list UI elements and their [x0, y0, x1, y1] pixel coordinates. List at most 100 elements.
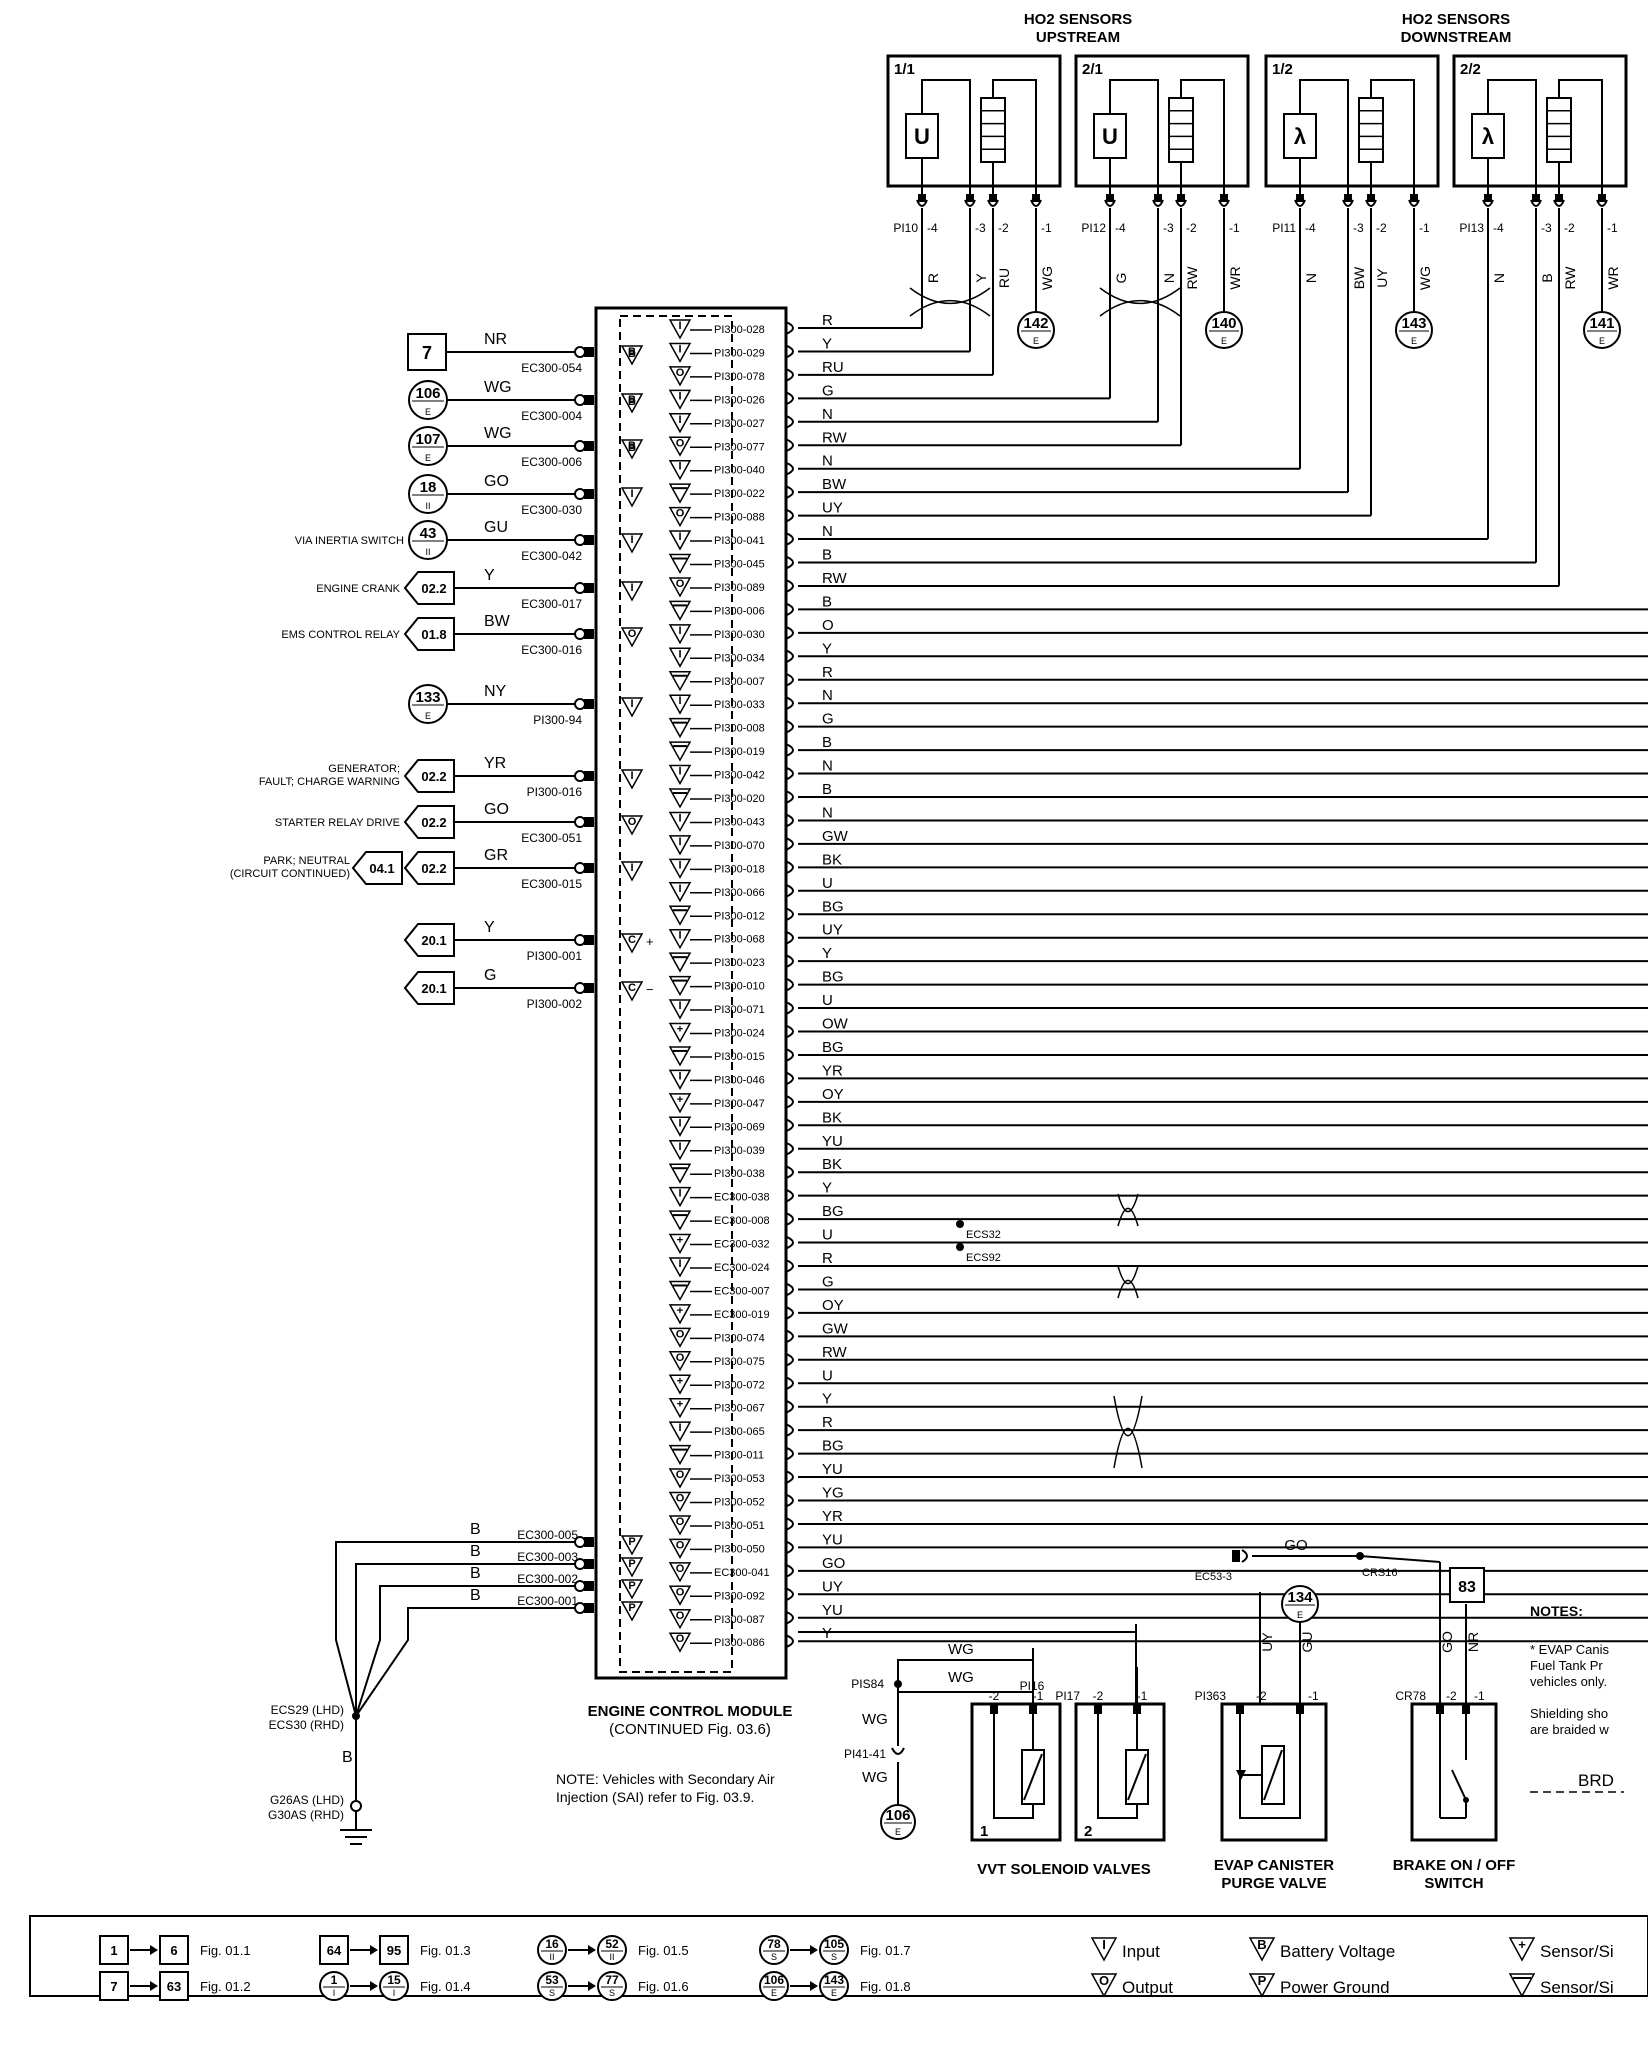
legend-fig-5-a-sub: S	[549, 1988, 555, 1998]
left-pin-1-socket	[574, 394, 586, 406]
legend-sym-3-triangle	[1248, 1973, 1276, 1998]
ecm-wire-color: O	[822, 617, 834, 634]
sensor-1-2-pin	[1342, 199, 1354, 207]
sensor-2-2-pin	[1596, 199, 1608, 207]
ecm-pin-44-symbol: O	[676, 1352, 685, 1364]
static-structure	[594, 306, 788, 1680]
ecm-pin-socket	[785, 1587, 794, 1602]
ecm-pin-label: PI300-020	[714, 793, 765, 805]
ecm-pin-25-triangle	[668, 905, 692, 926]
ecm-pin-socket	[785, 1399, 794, 1414]
sensor-2-2-pin-head	[1484, 194, 1492, 202]
sensor-2-1-wire-color: WR	[1227, 266, 1243, 289]
sensor-1-2-pin-head	[1296, 194, 1304, 202]
ecm-wire-color: G	[822, 382, 834, 399]
ecm-pin-socket	[785, 836, 794, 851]
legend-sym-0-symbol: I	[1102, 1937, 1106, 1952]
ecm-wire-color: R	[822, 312, 833, 329]
legend-fig-0-b: 6	[170, 1943, 177, 1958]
ecm-wire-color: YR	[822, 1062, 843, 1079]
ecm-pin-38-triangle	[668, 1210, 692, 1231]
left-pin-8-connector: PI300-016	[527, 785, 583, 799]
legend-fig-6-label: Fig. 01.7	[860, 1943, 911, 1958]
legend-fig-0-label: Fig. 01.1	[200, 1943, 251, 1958]
ho2-downstream-heading: HO2 SENSORS	[1402, 11, 1510, 28]
left-pin-9-note: STARTER RELAY DRIVE	[275, 817, 400, 829]
ecm-pin-36-triangle	[668, 1163, 692, 1184]
ecm-pin-24-symbol: I	[678, 883, 681, 895]
sensor-2-1-pin	[1175, 199, 1187, 207]
legend-fig-6-b-sub: S	[831, 1952, 837, 1962]
ecm-wire-color: BG	[822, 1203, 844, 1220]
ecm-pin-label: PI300-069	[714, 1121, 765, 1133]
ecm-wire-color: GW	[822, 828, 849, 845]
vvt-wg-label: WG	[948, 1641, 974, 1658]
left-pin-4-type-symbol: I	[630, 534, 633, 546]
ecm-wire-color: GW	[822, 1320, 849, 1337]
legend-fig-3-b-circle	[379, 1971, 409, 2001]
left-pin-10-ref-arrow-2	[351, 851, 403, 885]
sensor-1-2-ref-sub: E	[1411, 336, 1417, 346]
ecm-pin-30-triangle	[668, 1022, 692, 1044]
evap-pin-number: -2	[1256, 1689, 1267, 1703]
ground-splice-label: ECS29 (LHD)	[271, 1703, 344, 1717]
legend-fig-4-b-number: 52	[605, 1937, 619, 1951]
ecm-pin-9-triangle	[668, 530, 692, 551]
left-pin-10-connector: EC300-015	[521, 877, 582, 891]
ground-pin-2-wire	[355, 1585, 576, 1717]
evap-ref-circle	[1281, 1585, 1319, 1623]
left-pin-9-connector: EC300-051	[521, 831, 582, 845]
left-pin-12-ref-number: 20.1	[421, 981, 446, 996]
left-pin-8-type-triangle	[620, 769, 644, 790]
ecm-pin-16-triangle	[668, 694, 692, 715]
left-pin-0-terminal	[584, 347, 594, 357]
ecm-pin-0-triangle	[668, 319, 692, 340]
sensor-headings: HO2 SENSORS UPSTREAM HO2 SENSORS DOWNSTR…	[1024, 11, 1512, 46]
ecm-pin-label: PI300-051	[714, 1520, 765, 1532]
ecm-pin-55-symbol: O	[676, 1610, 685, 1622]
ground-pin-2-type-symbol: P	[628, 1580, 635, 1592]
ecm-wire-color: BK	[822, 851, 842, 868]
left-pin-9-type-symbol: O	[628, 816, 637, 828]
left-pin-3-connector: EC300-030	[521, 503, 582, 517]
ecm-wire-color: U	[822, 992, 833, 1009]
sensor-2-1-ref-sub: E	[1221, 336, 1227, 346]
left-pin-8-socket	[574, 770, 586, 782]
ecm-pin-32-symbol: I	[678, 1070, 681, 1082]
ho2-upstream-heading-2: UPSTREAM	[1036, 29, 1120, 46]
sensor-1-1-label: 1/1	[894, 61, 915, 78]
legend-sym-1-symbol: O	[1099, 1973, 1109, 1988]
ecm-wire-color: YG	[822, 1485, 844, 1502]
ground-pin-0-wire	[335, 1541, 576, 1717]
sensor-1-2-symbol: λ	[1294, 124, 1306, 149]
left-pin-4-connector: EC300-042	[521, 549, 582, 563]
sensor-1-1-pin-number: -3	[975, 221, 986, 235]
ecm-pin-socket	[785, 1352, 794, 1367]
left-pin-2-connector: EC300-006	[521, 455, 582, 469]
ecm-pin-11-symbol: O	[676, 578, 685, 590]
ecm-pin-label: PI300-053	[714, 1473, 765, 1485]
ecm-pin-46-symbol: +	[677, 1399, 683, 1411]
ecm-wire-color: B	[822, 734, 832, 751]
sensor-1-2-loop-a	[1299, 79, 1349, 196]
legend-fig-1-a: 7	[110, 1979, 117, 1994]
left-pin-1-ref-sub: E	[425, 407, 431, 417]
ecm-pin-label: PI300-038	[714, 1168, 765, 1180]
vvt-1-pin-number: -2	[989, 1689, 1000, 1703]
ecm-pin-socket	[785, 461, 794, 476]
twist-3	[1117, 1193, 1139, 1227]
ecm-pin-22-symbol: I	[678, 836, 681, 848]
sensor-2-1-ref-circle	[1205, 311, 1243, 349]
brake-wire-color: GO	[1439, 1631, 1455, 1653]
left-pin-3-type-triangle	[620, 487, 644, 508]
twist-1	[909, 287, 991, 317]
ecm-pin-45-triangle	[668, 1374, 692, 1395]
legend-fig-0-a: 1	[110, 1943, 117, 1958]
ecm-wire-color: B	[822, 593, 832, 610]
brake-connector: CR78	[1395, 1689, 1426, 1703]
ecm-pin-51-symbol: O	[676, 1516, 685, 1528]
note-line-3: vehicles only.	[1530, 1674, 1607, 1689]
sensor-2-1-pin-head	[1220, 194, 1228, 202]
left-pin-6-wire-color: BW	[484, 613, 511, 630]
